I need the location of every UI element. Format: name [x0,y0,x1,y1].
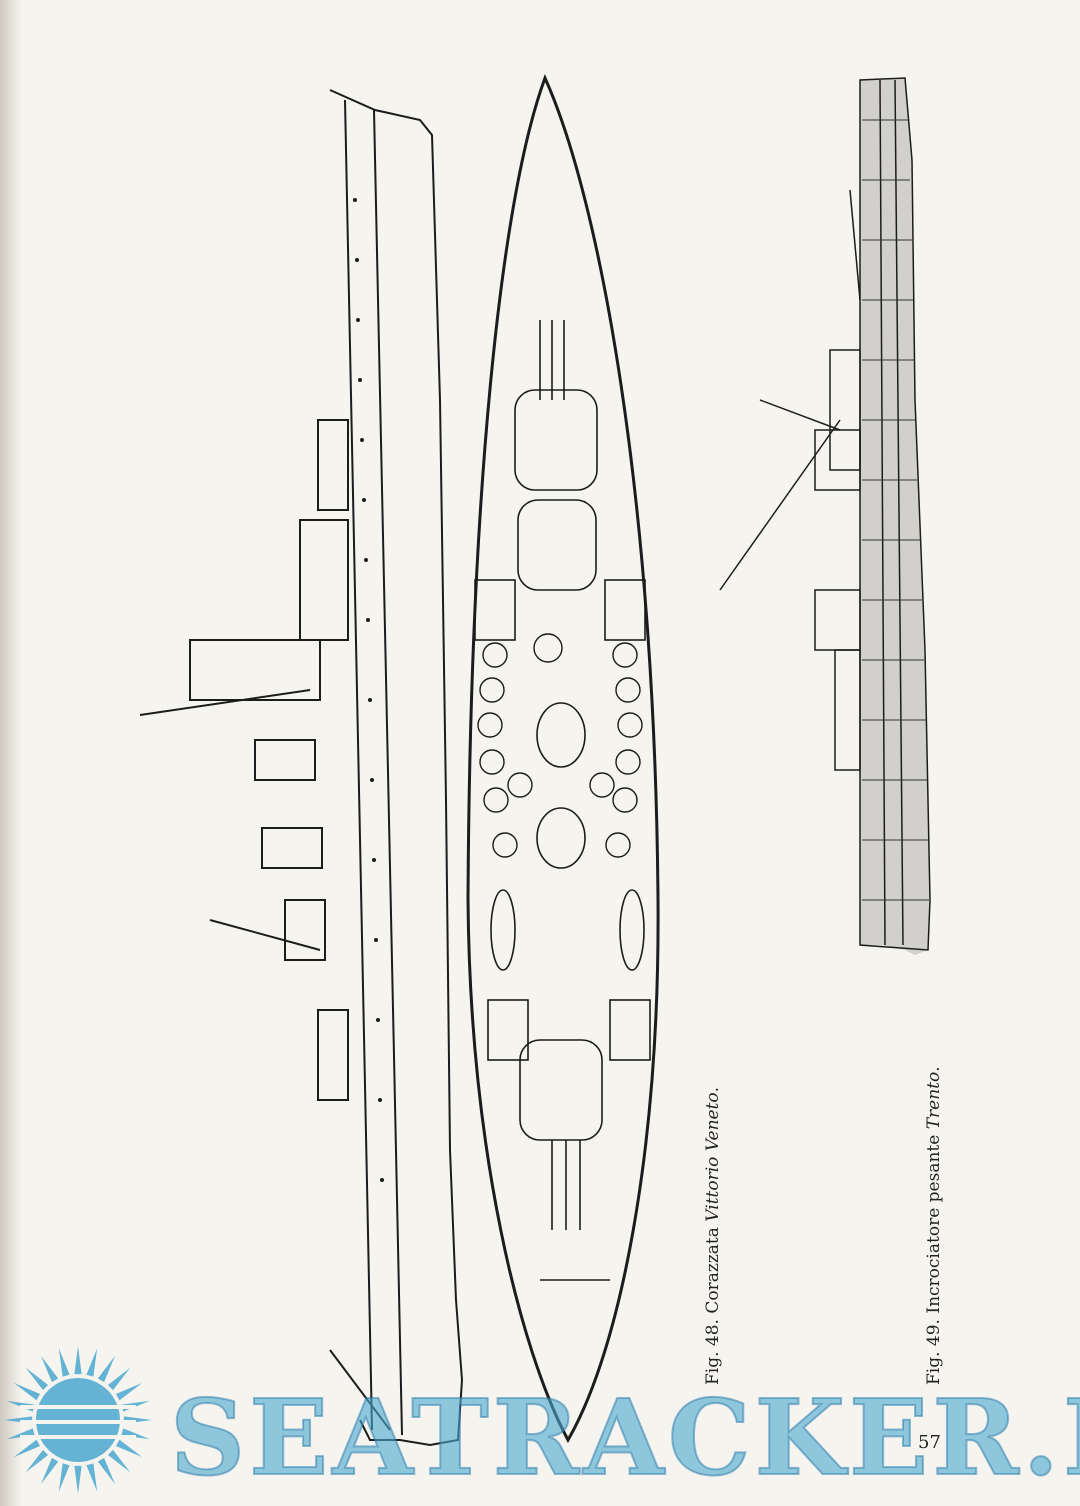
sun-ray [115,1439,143,1457]
sun-ray [97,1457,115,1485]
sun-ray [25,1367,49,1391]
sun-ray [6,1428,35,1440]
sun-ray [41,1457,59,1485]
sun-ray [121,1428,150,1440]
sun-ray [107,1449,131,1473]
sun-ray [97,1355,115,1383]
page-number: 57 [918,1432,941,1453]
sun-ray [107,1367,131,1391]
sun-ray [86,1463,98,1492]
sun-ray [13,1383,41,1401]
sun-ray [86,1348,98,1377]
sun-ray [58,1348,70,1377]
sun-ray [74,1346,82,1375]
sun-ray [115,1383,143,1401]
watermark-text: SEATRACKER.RU [169,1375,1080,1500]
gutter-shadow [0,0,22,1506]
sun-ray [13,1439,41,1457]
sun-ray [74,1465,82,1494]
sun-ray [25,1449,49,1473]
sun-ray [58,1463,70,1492]
sun-ray [41,1355,59,1383]
